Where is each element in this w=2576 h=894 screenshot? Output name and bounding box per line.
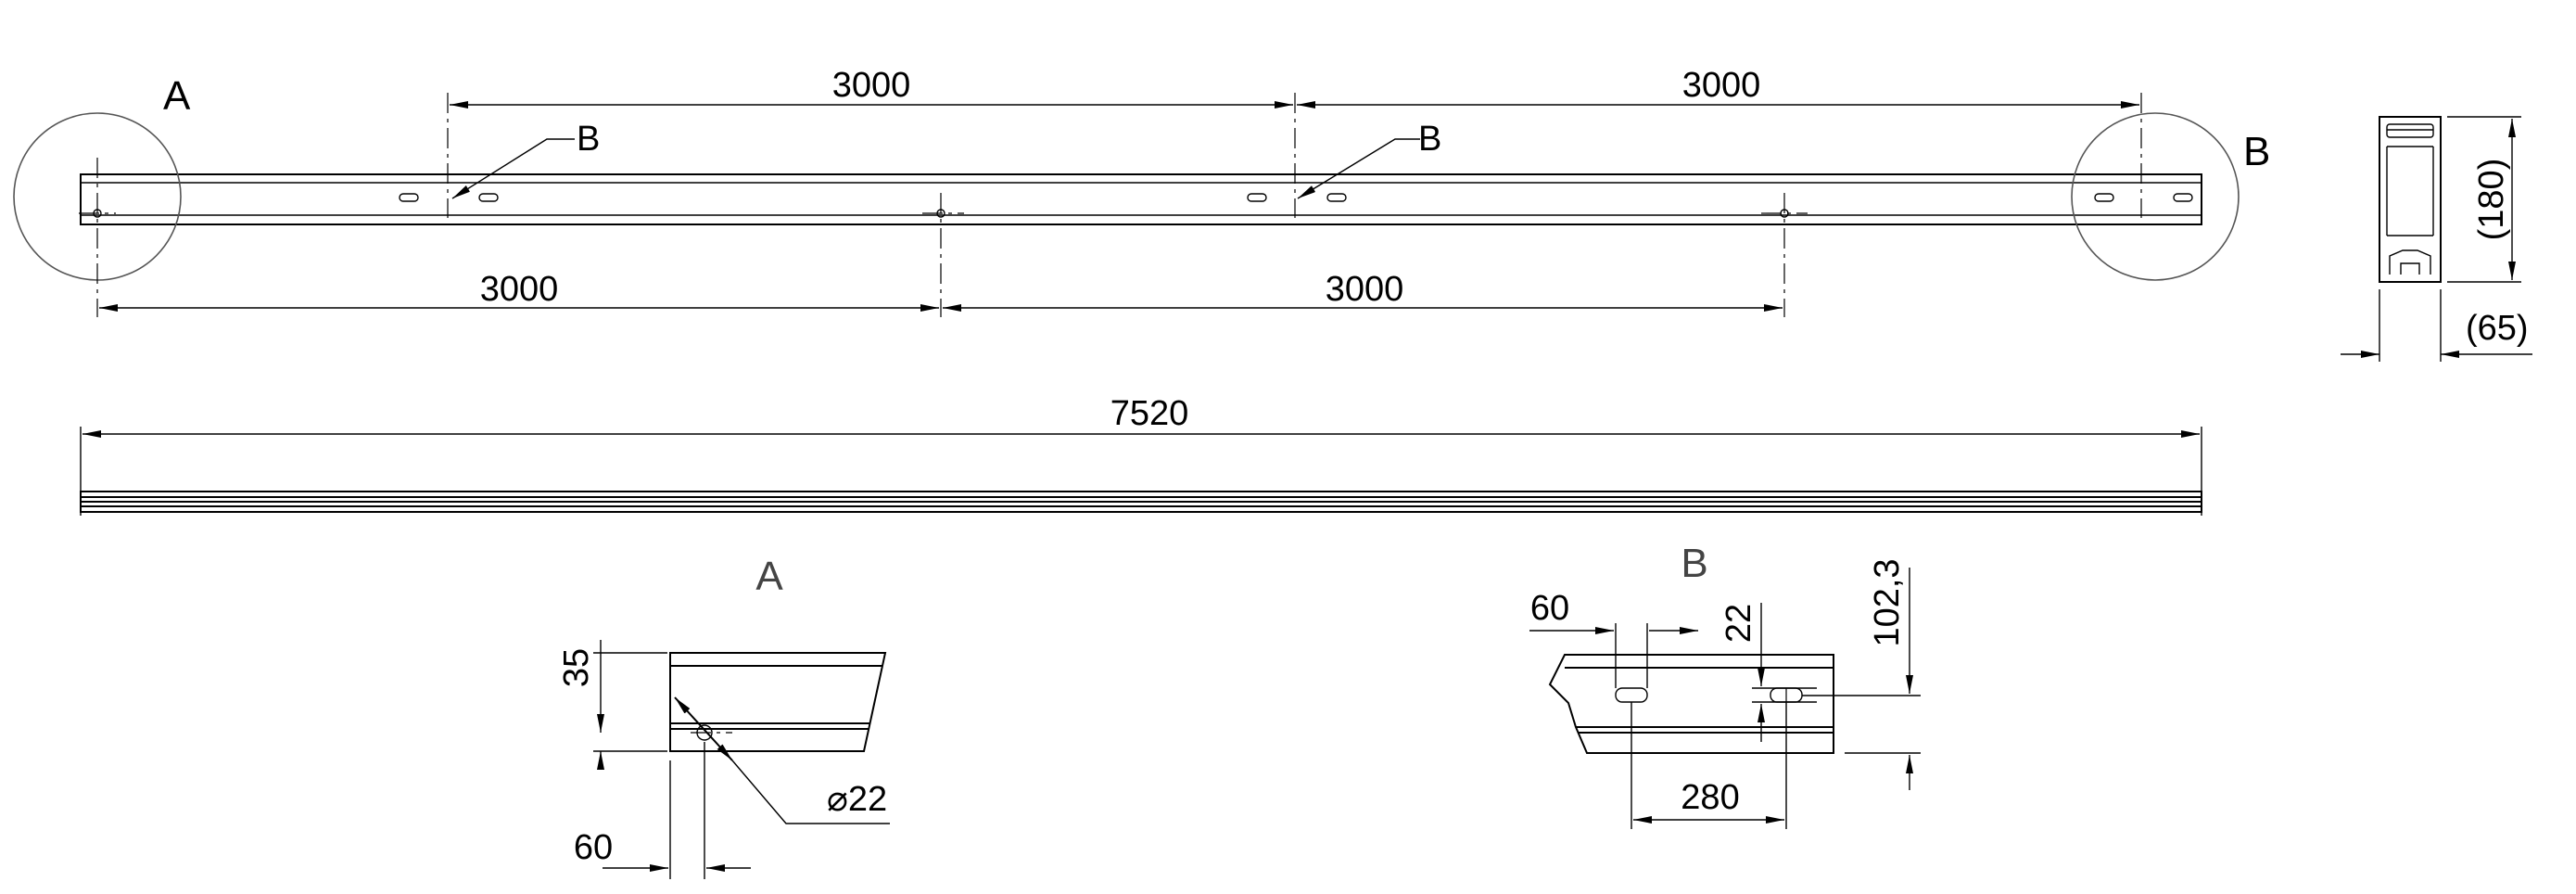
dim-detail-b-height: 102,3 [1868,558,1907,646]
dim-detail-a-horizontal: 60 [574,828,613,867]
top-view: 3000 3000 3000 3000 B B A B [13,66,2270,317]
slot [1326,193,1347,202]
dim-detail-b-slot-width: 60 [1530,589,1569,628]
slot [1615,687,1648,703]
slot [478,193,499,202]
dim-upper-right: 3000 [1682,66,1761,105]
callout-b1: B [577,120,600,159]
dim-lower-right: 3000 [1326,270,1404,309]
callout-leaders [451,138,1420,199]
dim-overall-length: 7520 [1110,394,1189,433]
slots [399,193,2193,202]
detail-b [1529,568,1921,829]
callout-b2: B [1418,120,1441,159]
detail-a [593,640,890,879]
detail-a-title: A [755,554,783,599]
detail-b-marker: B [2243,129,2270,174]
slot [2094,193,2114,202]
section-view [2341,116,2532,362]
slot [2173,193,2193,202]
dim-detail-b-slot-height: 22 [1719,604,1758,643]
holes [79,209,1808,218]
dim-detail-a-vertical: 35 [557,648,596,687]
dim-section-height: (180) [2472,159,2511,241]
dim-lower-left: 3000 [480,270,559,309]
detail-a-marker: A [163,73,191,119]
extension-lines [96,93,2142,317]
slot [1247,193,1267,202]
dim-detail-a-diameter: ⌀22 [827,780,887,819]
dim-section-width: (65) [2466,309,2529,348]
beam-plan-outline [80,173,2202,225]
dim-detail-b-pitch: 280 [1681,778,1739,817]
side-view [80,427,2202,516]
detail-b-title: B [1681,541,1707,586]
detail-b-circle [2071,112,2240,281]
dim-upper-left: 3000 [832,66,911,105]
slot [399,193,419,202]
